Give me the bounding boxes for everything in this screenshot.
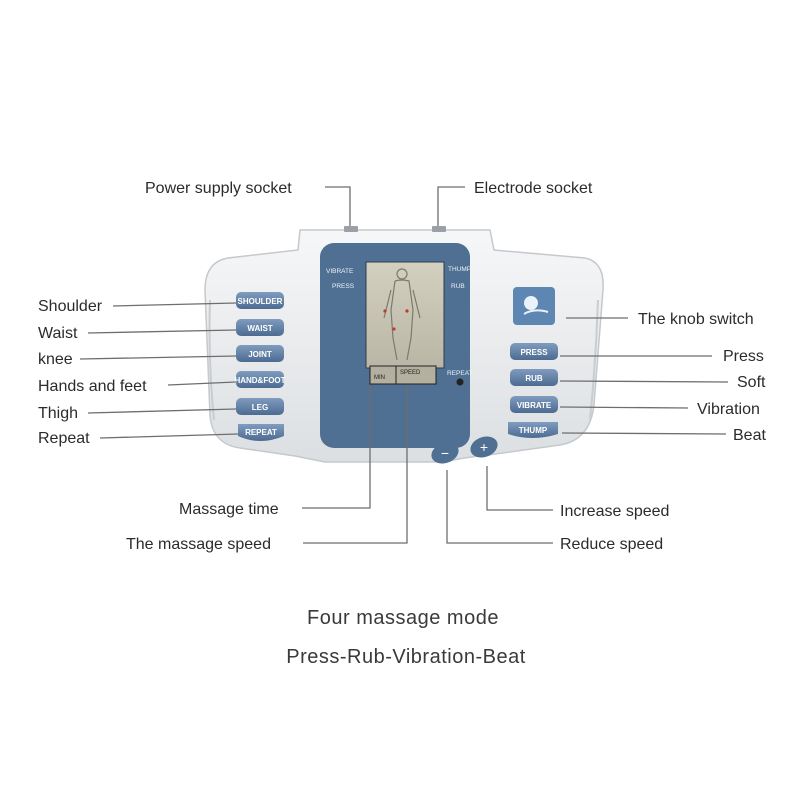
lcd-readout-min: MIN (374, 375, 385, 381)
increase-speed-button[interactable] (467, 433, 500, 461)
lcd-point-1 (392, 327, 396, 331)
leg-button[interactable] (236, 398, 284, 415)
lead-beat (561, 432, 727, 435)
body-edge-left (208, 299, 215, 421)
label-power-supply-socket: Power supply socket (145, 180, 292, 197)
minus-icon: − (441, 445, 449, 461)
lcd-point-3 (383, 309, 387, 313)
lcd-label-thump: THUMP (448, 266, 471, 273)
shoulder-button[interactable] (236, 292, 284, 309)
label-waist: Waist (38, 325, 78, 342)
label-thigh: Thigh (38, 405, 78, 422)
lcd-readout-speed: SPEED (400, 370, 421, 376)
shoulder-button-label: SHOULDER (238, 297, 283, 306)
repeat-button-label: REPEAT (245, 428, 277, 437)
caption-line-1: Four massage mode (307, 607, 499, 629)
label-hands-and-feet: Hands and feet (38, 378, 147, 395)
label-press: Press (723, 348, 764, 365)
lead-increase-speed (486, 466, 553, 511)
reduce-speed-button[interactable] (428, 439, 461, 467)
vibrate-button[interactable] (510, 396, 558, 413)
lcd-label-repeat: REPEAT (447, 370, 473, 377)
label-reduce-speed: Reduce speed (560, 536, 663, 553)
lead-waist (87, 329, 237, 334)
label-beat: Beat (733, 427, 766, 444)
waist-button-label: WAIST (247, 324, 272, 333)
electrode-socket[interactable] (432, 226, 446, 232)
hand-foot-button-label: HAND&FOOT (234, 376, 285, 385)
lcd-screen (365, 261, 445, 369)
lead-knee (79, 355, 237, 360)
press-button[interactable] (510, 343, 558, 360)
massager-device: VIBRATE PRESS THUMP RUB REPEAT MIN SPEED… (204, 226, 604, 467)
lead-reduce-speed (446, 470, 553, 544)
hand-foot-button[interactable] (236, 371, 284, 388)
lead-hands-feet (167, 381, 237, 386)
rub-button-label: RUB (525, 374, 543, 383)
label-soft: Soft (737, 374, 766, 391)
label-repeat: Repeat (38, 430, 90, 447)
label-shoulder: Shoulder (38, 298, 103, 315)
power-supply-socket[interactable] (344, 226, 358, 232)
lead-massage-speed (303, 386, 408, 544)
press-button-label: PRESS (520, 348, 548, 357)
lcd-label-vibrate: VIBRATE (326, 268, 354, 275)
thump-button[interactable] (508, 422, 558, 438)
lead-vibration (559, 406, 689, 409)
leg-button-label: LEG (252, 403, 268, 412)
vibrate-button-label: VIBRATE (517, 401, 552, 410)
lead-repeat (99, 433, 239, 439)
lead-soft (559, 380, 729, 383)
thump-button-label: THUMP (519, 426, 548, 435)
label-knee: knee (38, 351, 73, 368)
label-electrode-socket: Electrode socket (474, 180, 593, 197)
lcd-label-press: PRESS (332, 283, 355, 290)
body-silhouette-icon (383, 268, 421, 361)
lcd-label-rub: RUB (451, 283, 465, 290)
rub-button[interactable] (510, 369, 558, 386)
label-vibration: Vibration (697, 401, 760, 418)
label-massage-time: Massage time (179, 501, 279, 518)
caption-line-2: Press-Rub-Vibration-Beat (286, 646, 526, 668)
lead-massage-time (302, 386, 371, 509)
lead-electrode-socket (437, 186, 465, 226)
label-knob-switch: The knob switch (638, 311, 754, 328)
joint-button-label: JOINT (248, 350, 272, 359)
lead-power-socket (325, 186, 351, 226)
lead-thigh (87, 408, 237, 414)
lcd-point-2 (405, 309, 409, 313)
waist-button[interactable] (236, 319, 284, 336)
callout-lines (79, 186, 729, 544)
lead-shoulder (112, 302, 237, 307)
left-button-group: SHOULDER WAIST JOINT HAND&FOOT LEG REPEA… (234, 292, 286, 441)
lcd-readout-box (369, 365, 437, 385)
callout-labels: Power supply socket Electrode socket Sho… (38, 180, 766, 553)
repeat-button[interactable] (238, 424, 284, 441)
joint-button[interactable] (236, 345, 284, 362)
plus-icon: + (480, 439, 488, 455)
repeat-indicator-dot (456, 378, 464, 386)
label-increase-speed: Increase speed (560, 503, 669, 520)
knob-swirl-icon (523, 296, 549, 315)
label-massage-speed: The massage speed (126, 536, 271, 553)
